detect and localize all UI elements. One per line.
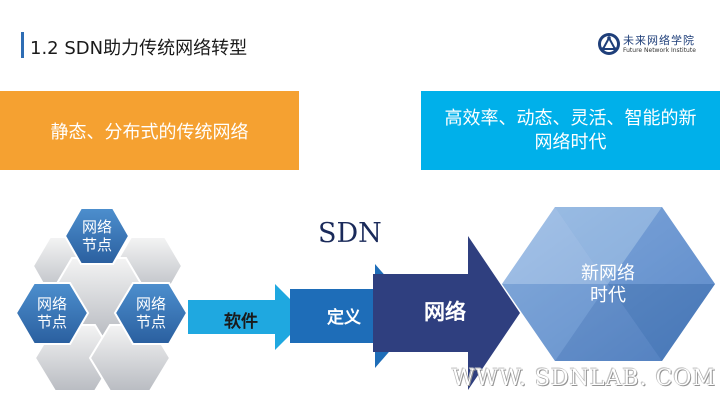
traditional-network-box: 静态、分布式的传统网络 — [0, 91, 299, 170]
arrow-network — [373, 236, 520, 390]
node-hex-top — [63, 207, 131, 265]
traditional-network-label: 静态、分布式的传统网络 — [50, 121, 249, 143]
new-network-era-line1: 高效率、动态、灵活、智能的新 — [444, 107, 697, 129]
sdn-label: SDN — [318, 218, 382, 249]
arrow-defined-label: 定义 — [327, 308, 361, 328]
arrow-software — [188, 284, 308, 350]
arrow-network-label: 网络 — [424, 300, 466, 324]
new-era-label: 新网络时代 — [581, 263, 635, 306]
node-right-label: 网络节点 — [135, 295, 166, 331]
logo-name-en: Future Network Institute — [623, 47, 696, 54]
title-accent-bar — [21, 32, 24, 58]
node-hex-left — [14, 282, 90, 345]
network-a-logo-icon — [598, 33, 620, 55]
new-era-hexagon — [502, 207, 715, 361]
sdn-arrow-group — [188, 236, 520, 390]
node-hex-right — [113, 282, 189, 345]
node-top-label: 网络节点 — [81, 218, 112, 254]
node-left-label: 网络节点 — [36, 295, 67, 331]
new-network-era-box: 高效率、动态、灵活、智能的新 网络时代 — [421, 91, 720, 170]
slide-title: 1.2 SDN助力传统网络转型 — [30, 38, 248, 59]
sdnlab-watermark: WWW. SDNLAB. COM — [452, 366, 716, 391]
arrow-software-label: 软件 — [224, 312, 258, 332]
logo-name-cn: 未来网络学院 — [623, 34, 695, 47]
new-network-era-line2: 网络时代 — [534, 131, 607, 153]
institute-logo: 未来网络学院 Future Network Institute — [597, 30, 713, 60]
